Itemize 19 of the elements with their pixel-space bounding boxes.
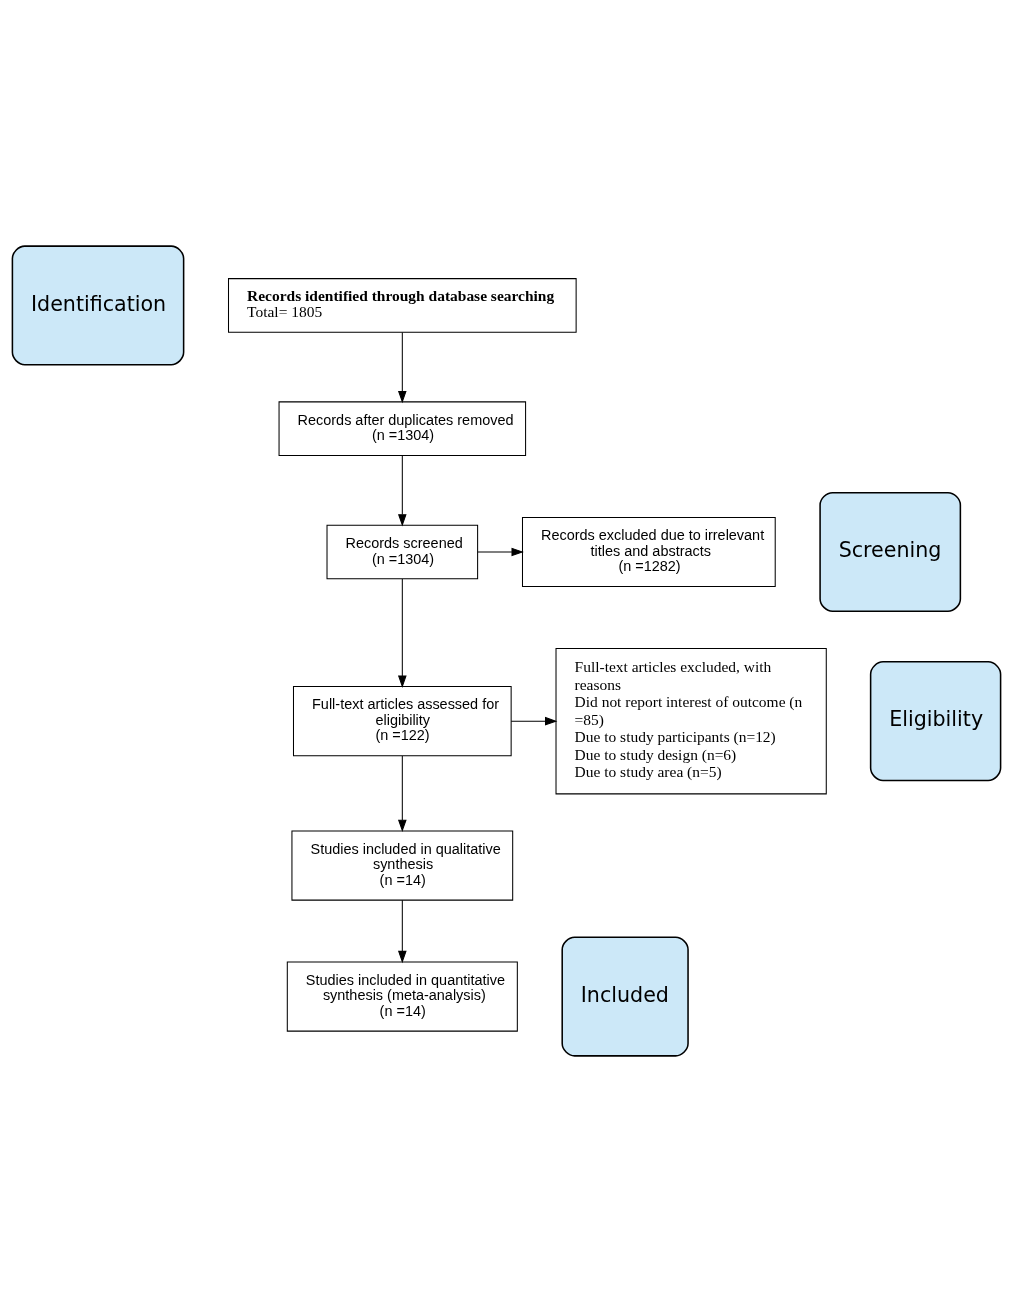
- node-box: Included: [561, 935, 689, 1057]
- node-box: Records excluded due to irrelevant titles and abstracts (n =1282): [521, 516, 776, 587]
- node-box: Records identified through database searching Total= 1805: [228, 277, 577, 333]
- node-box: Full-text articles excluded, with reasons Did not report interest of outcome (n =85) Due to study participants (n=12) Due to study design (n=6) Due to study area (n=5): [555, 647, 827, 794]
- arrow: [398, 899, 407, 963]
- node-box: Records after duplicates removed (n =1304): [278, 400, 527, 456]
- node-box: Full-text articles assessed for eligibility (n =122): [292, 685, 512, 756]
- arrow: [398, 331, 407, 403]
- arrow: [398, 578, 407, 688]
- node-box: Studies included in quantitative synthesis (meta-analysis) (n =14): [286, 961, 518, 1032]
- node-box: Studies included in qualitative synthesis (n =14): [291, 830, 514, 901]
- arrow: [510, 716, 558, 725]
- arrow: [398, 454, 407, 527]
- arrow: [398, 754, 407, 832]
- node-box: Identification: [11, 244, 185, 366]
- node-box: Eligibility: [869, 660, 1002, 781]
- arrow: [477, 547, 524, 556]
- node-box: Records screened (n =1304): [326, 524, 479, 579]
- node-box: Screening: [819, 491, 962, 612]
